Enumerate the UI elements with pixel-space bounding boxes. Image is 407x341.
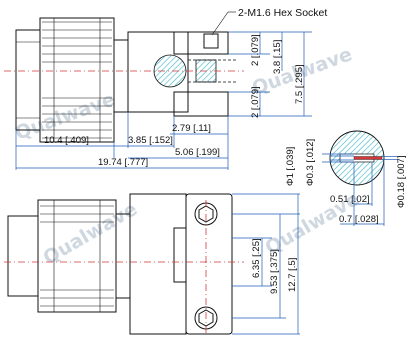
front-flange-right xyxy=(185,193,233,335)
hex-socket-top xyxy=(203,33,219,49)
dim-phi0-3: Φ0.3 [.012] xyxy=(305,139,316,186)
dim-12-7: 12.7 [.5] xyxy=(287,258,298,292)
front-recess xyxy=(173,227,186,283)
callout-leader xyxy=(211,11,229,36)
hex-socket-upper-hex xyxy=(198,205,214,223)
front-thread-lines xyxy=(40,200,114,312)
bottom-clamp xyxy=(173,91,229,117)
dim-0-7: 0.7 [.028] xyxy=(339,214,379,225)
front-view: 6.35 [.25] 9.53 [.375] 12.7 [.5] xyxy=(4,193,300,335)
thread-lines xyxy=(42,18,112,142)
detail-view: Φ1 [.039] Φ0.3 [.012] Φ0.18 [.007] 0.51 … xyxy=(285,130,407,226)
front-plug-nut xyxy=(7,215,39,297)
dim-2-79: 2.79 [.11] xyxy=(172,123,211,134)
launch-block xyxy=(127,31,189,113)
dim-3-85: 3.85 [.152] xyxy=(128,135,173,146)
detail-pin xyxy=(353,156,383,160)
dim-phi0-18: Φ0.18 [.007] xyxy=(396,156,407,208)
watermark-text-3: Qualwave xyxy=(40,198,142,269)
top-clamp xyxy=(173,31,229,55)
side-view: 2-M1.6 Hex Socket 2 [.079] 3.8 [.15] 7.5… xyxy=(4,7,327,170)
dim-7-5: 7.5 [.295] xyxy=(294,64,305,104)
dim-phi1: Φ1 [.039] xyxy=(285,147,296,186)
dim-19-74: 19.74 [.777] xyxy=(98,157,148,168)
hex-socket-callout: 2-M1.6 Hex Socket xyxy=(238,7,327,19)
dim-5-06: 5.06 [.199] xyxy=(175,147,220,158)
dim-2-bottom: 2 [.079] xyxy=(250,86,261,118)
dim-0-51: 0.51 [.02] xyxy=(330,194,370,205)
dim-9-53: 9.53 [.375] xyxy=(269,249,280,294)
connector-neck xyxy=(113,39,129,113)
dim-10-4: 10.4 [.409] xyxy=(44,135,89,146)
dim-2-top: 2 [.079] xyxy=(250,34,261,66)
dim-3-8: 3.8 [.15] xyxy=(272,40,283,74)
dim-6-35: 6.35 [.25] xyxy=(251,238,262,278)
